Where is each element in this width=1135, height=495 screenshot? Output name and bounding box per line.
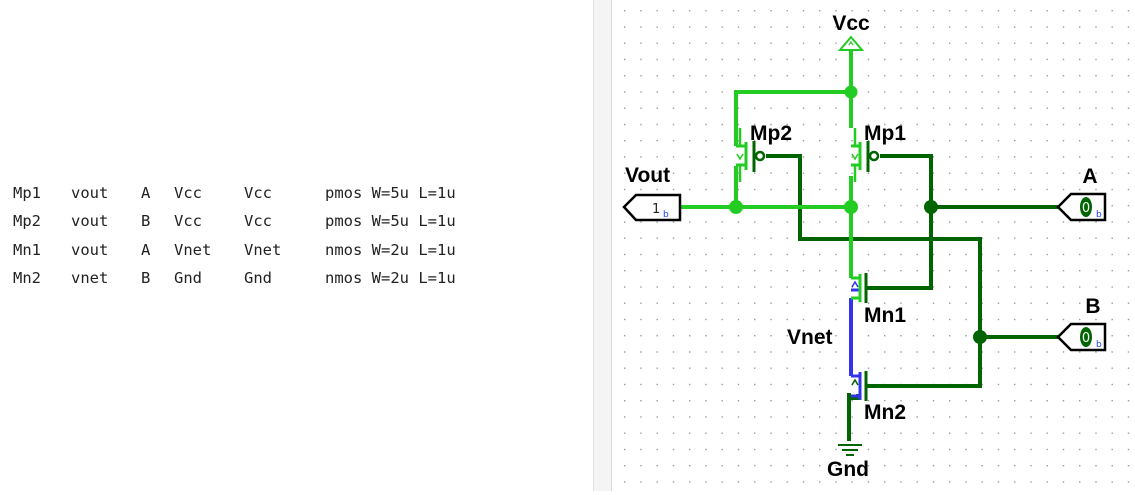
netlist-cell: Mp2	[13, 212, 41, 230]
vcc-symbol[interactable]	[837, 35, 865, 51]
netlist-cell: Vcc	[244, 184, 272, 202]
a-label: A	[1082, 165, 1097, 188]
junction-dot	[729, 200, 743, 214]
netlist-cell: vnet	[71, 269, 109, 287]
vout-pin-subscript: b	[663, 210, 669, 220]
wire-a-mp1-mn1-gate[interactable]	[866, 154, 933, 290]
schematic-canvas[interactable]: 1 b 0 b 0 b Vcc Gnd Vout A B Vnet Mp2 Mp…	[612, 0, 1135, 491]
ground-symbol[interactable]	[838, 444, 862, 456]
netlist-cell: vout	[71, 241, 109, 259]
netlist-cell: B	[141, 269, 151, 287]
b-pin-subscript: b	[1096, 340, 1102, 350]
vnet-label: Vnet	[787, 326, 833, 349]
junctions	[729, 85, 987, 344]
wire-gnd[interactable]	[847, 393, 851, 441]
netlist-row-mn2: Mn2 vnet B Gnd Gnd nmos W=2u L=1u	[13, 269, 456, 289]
netlist-cell: A	[141, 184, 151, 202]
b-pin-value: 0	[1082, 331, 1090, 346]
mp2-label: Mp2	[750, 122, 792, 145]
schematic-svg: 1 b 0 b 0 b Vcc Gnd Vout A B Vnet Mp2 Mp…	[622, 10, 1130, 483]
vout-output-pin[interactable]: 1 b	[622, 193, 682, 222]
netlist-cell: nmos W=2u L=1u	[325, 241, 456, 259]
netlist-cell: Mn2	[13, 269, 41, 287]
netlist-cell: Vnet	[174, 241, 212, 259]
netlist-cell: pmos W=5u L=1u	[325, 184, 456, 202]
mn2-transistor[interactable]	[851, 371, 868, 401]
a-input-pin[interactable]: 0 b	[1056, 192, 1107, 222]
a-pin-value: 0	[1082, 201, 1090, 216]
netlist-cell: Mn1	[13, 241, 41, 259]
netlist-cell: Vcc	[244, 212, 272, 230]
netlist-cell: vout	[71, 184, 109, 202]
b-label: B	[1085, 295, 1100, 318]
vcc-label: Vcc	[832, 12, 870, 35]
junction-dot	[844, 85, 858, 99]
netlist-cell: Vcc	[174, 212, 202, 230]
high-wires	[680, 50, 853, 278]
mp2-transistor[interactable]	[736, 128, 766, 182]
mn1-transistor[interactable]	[851, 273, 868, 303]
netlist-cell: Vnet	[244, 241, 282, 259]
netlist-row-mp2: Mp2 vout B Vcc Vcc pmos W=5u L=1u	[13, 212, 456, 232]
junction-dot	[973, 330, 987, 344]
netlist-cell: Gnd	[174, 269, 202, 287]
junction-dot	[844, 200, 858, 214]
mp1-transistor[interactable]	[851, 128, 880, 182]
mn1-label: Mn1	[864, 304, 906, 327]
a-pin-subscript: b	[1096, 210, 1102, 220]
wire-b-mp2-gate[interactable]	[766, 154, 982, 337]
low-wires	[766, 154, 1058, 441]
netlist-panel: Mp1 vout A Vcc Vcc pmos W=5u L=1u Mp2 vo…	[13, 184, 456, 289]
gnd-label: Gnd	[827, 458, 869, 481]
mn2-label: Mn2	[864, 401, 906, 424]
b-input-pin[interactable]: 0 b	[1056, 322, 1107, 352]
panel-divider[interactable]	[593, 0, 612, 491]
netlist-cell: B	[141, 212, 151, 230]
netlist-cell: nmos W=2u L=1u	[325, 269, 456, 287]
vout-label: Vout	[625, 164, 670, 187]
mp1-label: Mp1	[864, 122, 906, 145]
wire-b-mn2-gate[interactable]	[866, 337, 982, 388]
junction-dot	[924, 200, 938, 214]
netlist-cell: A	[141, 241, 151, 259]
netlist-cell: Mp1	[13, 184, 41, 202]
netlist-row-mn1: Mn1 vout A Vnet Vnet nmos W=2u L=1u	[13, 241, 456, 261]
netlist-cell: Vcc	[174, 184, 202, 202]
netlist-cell: vout	[71, 212, 109, 230]
vout-pin-value: 1	[652, 202, 660, 217]
netlist-row-mp1: Mp1 vout A Vcc Vcc pmos W=5u L=1u	[13, 184, 456, 204]
netlist-cell: Gnd	[244, 269, 272, 287]
wire-vcc-mp2[interactable]	[734, 90, 851, 146]
netlist-cell: pmos W=5u L=1u	[325, 212, 456, 230]
